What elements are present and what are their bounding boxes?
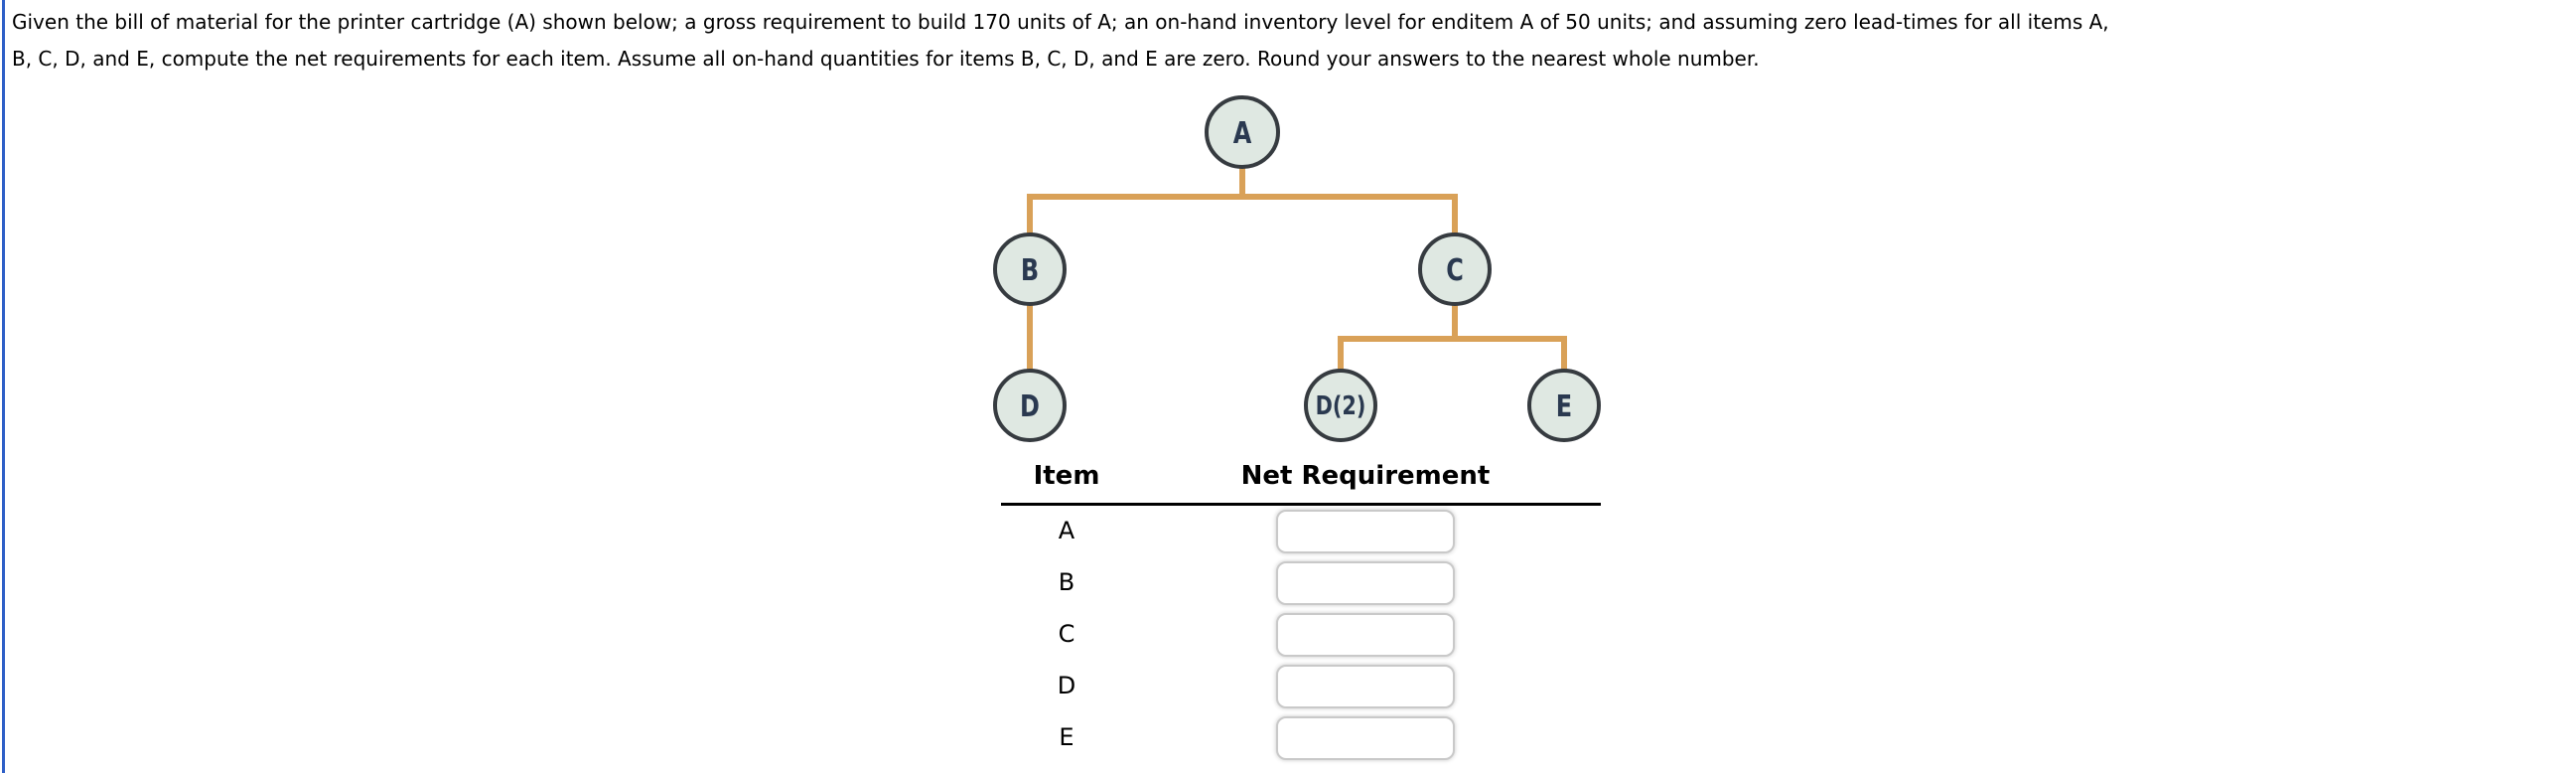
node-b-label: B [1021, 253, 1039, 287]
net-requirement-input-c[interactable] [1276, 613, 1455, 657]
node-d2-circle [1304, 369, 1377, 442]
blockquote-left-rule [2, 0, 5, 773]
row-label-e: E [1059, 723, 1074, 751]
row-label-c: C [1058, 620, 1075, 648]
row-label-d: D [1057, 672, 1076, 699]
net-requirement-input-d[interactable] [1276, 665, 1455, 708]
question-line-2: B, C, D, and E, compute the net requirem… [12, 47, 1760, 71]
item-column-header: Item [1033, 461, 1100, 491]
net-requirement-input-b[interactable] [1276, 561, 1455, 605]
node-c-circle [1418, 232, 1492, 306]
limb-c-to-d2-e [1338, 336, 1567, 378]
node-d-circle [993, 369, 1067, 442]
node-d-label: D [1020, 389, 1040, 423]
node-c-label: C [1446, 253, 1464, 287]
node-d2-label: D(2) [1316, 390, 1366, 421]
bom-tree-diagram: A B C D D(2) E [993, 95, 1601, 442]
row-label-a: A [1058, 517, 1075, 544]
table-header-rule [1001, 503, 1601, 506]
node-b-circle [993, 232, 1067, 306]
node-e-circle [1527, 369, 1601, 442]
limb-a-to-b-c [1027, 194, 1458, 238]
node-a-circle [1205, 95, 1280, 169]
question-text: Given the bill of material for the print… [12, 4, 2572, 77]
question-line-1: Given the bill of material for the print… [12, 10, 2109, 34]
net-requirement-input-a[interactable] [1276, 510, 1455, 553]
net-requirement-column-header: Net Requirement [1240, 461, 1491, 491]
net-requirement-input-e[interactable] [1276, 716, 1455, 760]
row-label-b: B [1058, 568, 1075, 596]
node-e-label: E [1556, 389, 1572, 423]
node-a-label: A [1233, 116, 1252, 150]
